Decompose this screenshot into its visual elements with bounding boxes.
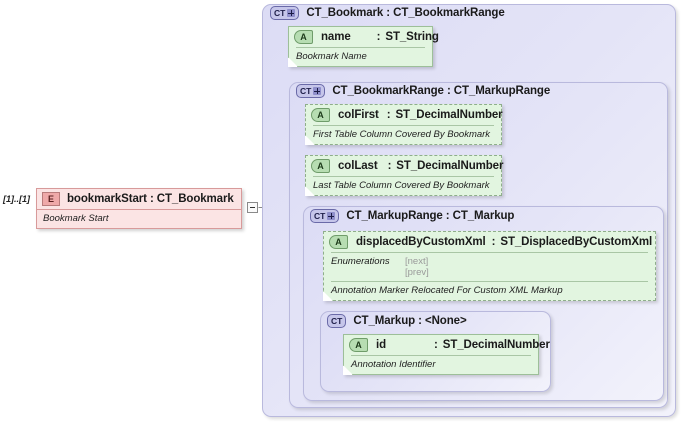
divider (351, 355, 531, 356)
element-title: bookmarkStart : CT_Bookmark (67, 193, 234, 205)
expand-plus-icon (313, 87, 322, 95)
attribute-box-id[interactable]: A id : ST_DecimalNumber Annotation Ident… (343, 334, 550, 375)
attribute-type: ST_DisplacedByCustomXml (500, 236, 653, 248)
complextype-badge-icon: CT (327, 314, 347, 328)
attribute-separator: : (376, 31, 381, 43)
attribute-box-colfirst[interactable]: A colFirst : ST_DecimalNumber First Tabl… (305, 104, 503, 145)
group-title: CT_Bookmark : CT_BookmarkRange (306, 7, 505, 19)
enumeration-value: [next] (405, 256, 429, 267)
attribute-description: First Table Column Covered By Bookmark (313, 129, 491, 140)
group-title: CT_BookmarkRange : CT_MarkupRange (332, 85, 551, 97)
attribute-description: Annotation Marker Relocated For Custom X… (331, 285, 563, 296)
attribute-header: A name : ST_String (289, 27, 439, 47)
group-header-ct-markup[interactable]: CT CT_Markup : <None> (327, 314, 467, 328)
attribute-separator: : (491, 236, 496, 248)
enumerations-label: Enumerations (331, 256, 390, 267)
attribute-name: colFirst (338, 109, 379, 121)
complextype-badge-icon: CT (310, 209, 340, 223)
attribute-separator: : (434, 339, 438, 351)
attribute-badge-icon: A (329, 235, 348, 249)
group-title: CT_MarkupRange : CT_Markup (346, 210, 515, 222)
attribute-name: displacedByCustomXml (356, 236, 486, 248)
enumerations-values: [next] [prev] (405, 256, 429, 278)
attribute-header: A displacedByCustomXml : ST_DisplacedByC… (324, 232, 655, 252)
attribute-type: ST_String (385, 31, 439, 43)
attribute-box-displacedbycustomxml[interactable]: A displacedByCustomXml : ST_DisplacedByC… (323, 231, 656, 301)
attribute-name: colLast (338, 160, 378, 172)
attribute-separator: : (386, 109, 391, 121)
element-header: E bookmarkStart : CT_Bookmark (37, 189, 241, 210)
expand-plus-icon (287, 9, 296, 17)
attribute-separator: : (387, 160, 392, 172)
attribute-description: Last Table Column Covered By Bookmark (313, 180, 490, 191)
attribute-description: Bookmark Name (296, 51, 367, 62)
divider (313, 125, 494, 126)
attribute-type: ST_DecimalNumber (442, 339, 550, 351)
divider (331, 252, 648, 253)
enumerations-row: Enumerations [next] [prev] (324, 253, 655, 281)
element-box-bookmarkstart[interactable]: E bookmarkStart : CT_Bookmark Bookmark S… (36, 188, 242, 229)
attribute-name: id (376, 339, 387, 351)
divider (296, 47, 425, 48)
attribute-badge-icon: A (349, 338, 368, 352)
attribute-name: name (321, 31, 351, 43)
group-header-ct-markuprange[interactable]: CT CT_MarkupRange : CT_Markup (310, 209, 514, 223)
attribute-type: ST_DecimalNumber (395, 109, 503, 121)
complextype-badge-icon: CT (296, 84, 326, 98)
divider (331, 281, 648, 282)
attribute-header: A colFirst : ST_DecimalNumber (306, 105, 503, 125)
group-title: CT_Markup : <None> (353, 315, 467, 327)
attribute-badge-icon: A (294, 30, 313, 44)
expand-plus-icon (327, 212, 336, 220)
divider (313, 176, 494, 177)
attribute-header: A colLast : ST_DecimalNumber (306, 156, 504, 176)
attribute-header: A id : ST_DecimalNumber (344, 335, 550, 355)
enumeration-value: [prev] (405, 267, 429, 278)
attribute-type: ST_DecimalNumber (396, 160, 504, 172)
group-header-ct-bookmarkrange[interactable]: CT CT_BookmarkRange : CT_MarkupRange (296, 84, 550, 98)
attribute-badge-icon: A (311, 108, 330, 122)
group-header-ct-bookmark[interactable]: CT CT_Bookmark : CT_BookmarkRange (270, 6, 505, 20)
complextype-badge-icon: CT (270, 6, 300, 20)
attribute-box-collast[interactable]: A colLast : ST_DecimalNumber Last Table … (305, 155, 504, 196)
cardinality-label: [1]..[1] (3, 194, 30, 204)
collapse-minus-icon[interactable] (247, 202, 258, 213)
attribute-description: Annotation Identifier (351, 359, 436, 370)
element-description: Bookmark Start (43, 213, 109, 224)
attribute-box-name[interactable]: A name : ST_String Bookmark Name (288, 26, 439, 67)
element-badge-icon: E (42, 192, 60, 206)
attribute-badge-icon: A (311, 159, 330, 173)
